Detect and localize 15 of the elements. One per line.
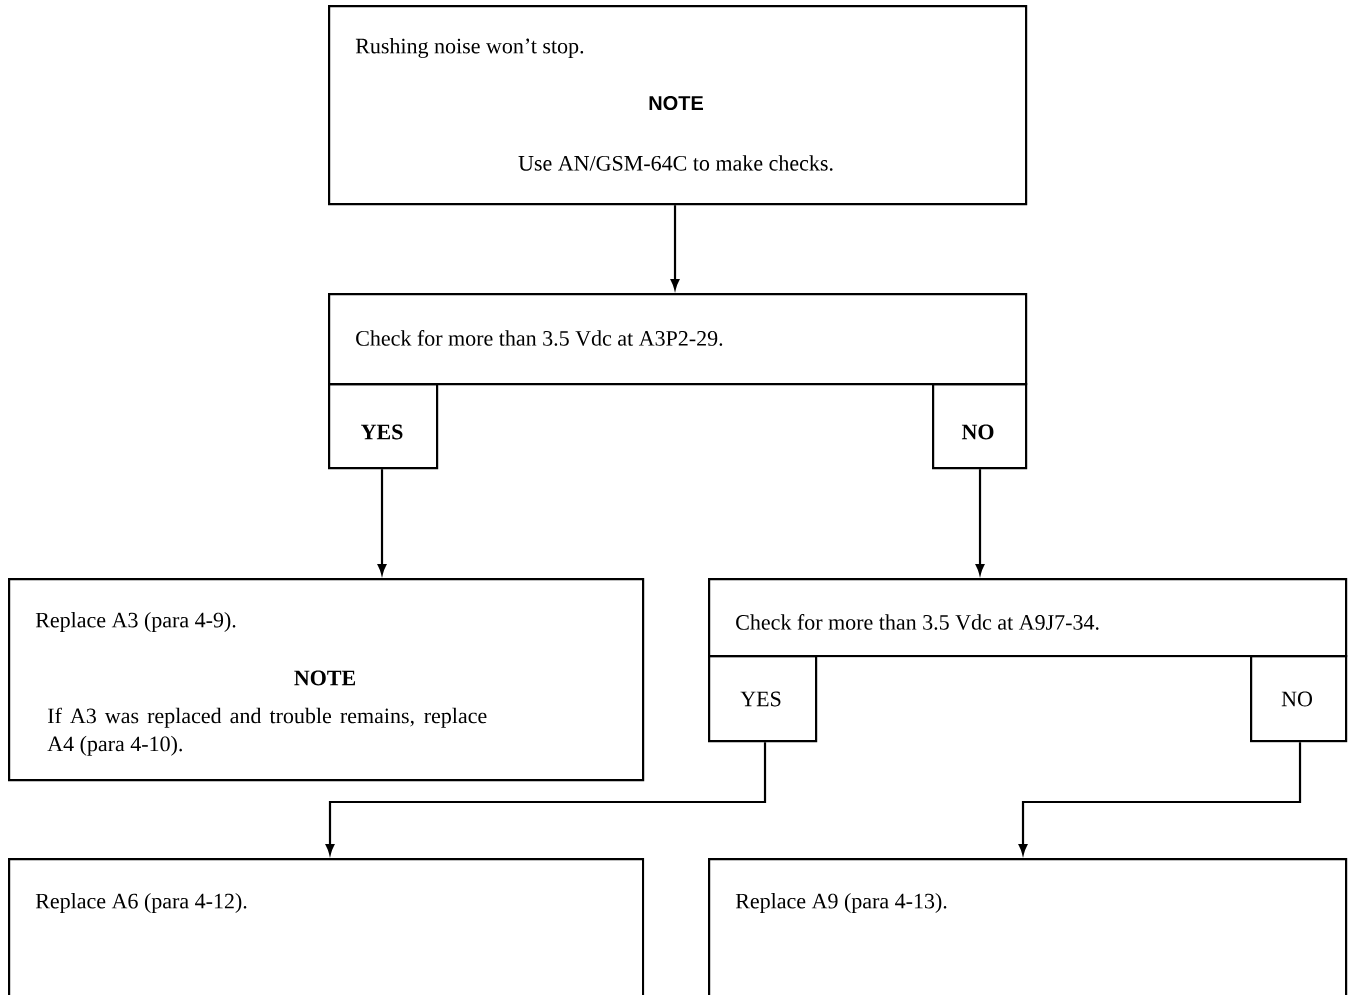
arrow [325,742,767,855]
process-box: Check for more than 3.5 Vdc at A9J7-34. [708,578,1348,658]
arrow [1018,742,1302,855]
process-box: YES [708,655,818,743]
process-box: Replace A6 (para 4-12). [8,858,645,995]
arrow [975,469,985,575]
process-box: YES [328,383,439,470]
process-box: NO [932,383,1028,470]
process-box: Check for more than 3.5 Vdc at A3P2-29. [328,293,1028,386]
process-box: Rushing noise won’t stop. NOTE Use AN/GSM-64C to make checks. [328,5,1028,206]
arrow [377,469,387,575]
process-box: NO [1250,655,1348,743]
arrow [670,205,680,290]
process-box: Replace A3 (para 4-9). NOTE If A3 was replaced and trouble remains, replace A4 (para 4-10). [8,578,645,782]
process-box: Replace A9 (para 4-13). [708,858,1348,995]
